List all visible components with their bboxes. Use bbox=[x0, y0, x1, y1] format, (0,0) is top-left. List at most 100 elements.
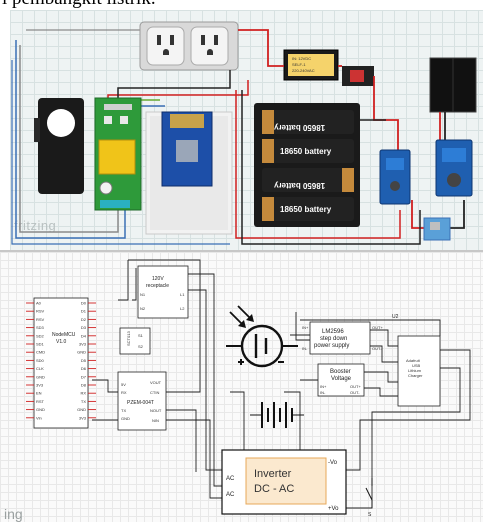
solar-panel bbox=[429, 57, 477, 113]
receptacle-pin-n2: N2 bbox=[140, 306, 146, 311]
breadboard-panel bbox=[10, 10, 483, 250]
nodemcu-left-pin-label: SD0 bbox=[36, 358, 45, 363]
nodemcu-left-pin-label: RST bbox=[36, 399, 45, 404]
breadboard bbox=[145, 111, 233, 235]
charger-block: Adafruit USB Lithium Charger U2 bbox=[392, 314, 441, 407]
receptacle-line-2: receptacle bbox=[146, 283, 169, 289]
pzem-pin-nin: NIN bbox=[152, 418, 159, 423]
nodemcu-left-pin-label: Vin bbox=[36, 415, 42, 420]
schematic-watermark: ing bbox=[4, 506, 23, 522]
nodemcu-left-pin-label: GND bbox=[36, 374, 45, 379]
nodemcu-left-pin-label: SD3 bbox=[36, 325, 45, 330]
pzem-block: PZEM-004T 5V RX TX GND VOUT CTIN NOUT NI… bbox=[117, 371, 167, 431]
nodemcu-right-pin-label: RX bbox=[80, 391, 86, 396]
pzem-pin-ctin: CTIN bbox=[150, 390, 159, 395]
nodemcu-left-pin-label: A0 bbox=[36, 301, 42, 306]
battery-3-label: 18650 battery bbox=[273, 181, 325, 190]
charger-line-4: Charger bbox=[408, 373, 423, 378]
pzem-pin-tx: TX bbox=[121, 408, 126, 413]
relay-box: IN: 12VDC SELF-1 220-240VAC bbox=[283, 49, 339, 81]
battery-cell-2: 18650 battery bbox=[262, 139, 354, 163]
receptacle-pin-l1: L1 bbox=[180, 292, 185, 297]
nodemcu-left-pin-label: CLK bbox=[36, 366, 44, 371]
relay-line-3: 220-240VAC bbox=[292, 68, 315, 73]
ct-sensor-label: SCT013 bbox=[126, 331, 131, 346]
toggle-switch bbox=[342, 66, 374, 86]
pzem-pin-vout: VOUT bbox=[150, 380, 162, 385]
ac-outlet bbox=[139, 21, 239, 71]
charger-ref: U2 bbox=[392, 314, 399, 320]
booster-module-bb bbox=[379, 149, 411, 205]
receptacle-pin-l2: L2 bbox=[180, 306, 185, 311]
nodemcu-right-pin-label: 3V3 bbox=[79, 342, 87, 347]
switch-symbol: S bbox=[365, 478, 373, 518]
nodemcu-left-pin-label: CMD bbox=[36, 350, 45, 355]
battery-holder: 18650 battery 18650 battery 18650 batter… bbox=[254, 103, 360, 227]
booster-block: Booster Voltage IN+ OUT+ IN- OUT- bbox=[317, 363, 365, 397]
nodemcu-left-pin-label: GND bbox=[36, 407, 45, 412]
inverter-vo-plus: +Vo bbox=[328, 506, 339, 512]
booster-pin-inplus: IN+ bbox=[320, 384, 327, 389]
inverter-line-1: Inverter bbox=[254, 468, 292, 480]
nodemcu-right-pin-label: D1 bbox=[81, 309, 87, 314]
relay-line-1: IN: 12VDC bbox=[292, 56, 311, 61]
booster-pin-outplus: OUT+ bbox=[350, 384, 361, 389]
nodemcu-left-pins: A0RSVRSVSD3SD2SD1CMDSD0CLKGND3V3ENRSTGND… bbox=[26, 301, 45, 420]
battery-symbol bbox=[250, 402, 304, 428]
caption-strip: i pembangkit listrik. bbox=[0, 0, 340, 12]
pzem-label: PZEM-004T bbox=[127, 400, 154, 406]
relay-line-2: SELF-1 bbox=[292, 62, 306, 67]
nodemcu-right-pin-label: D7 bbox=[81, 374, 87, 379]
nodemcu-subtitle: V1.0 bbox=[56, 339, 67, 345]
receptacle-block: 120V receptacle N1 N2 L1 L2 bbox=[137, 265, 189, 319]
switch-label: S bbox=[368, 512, 372, 518]
lm2596-line-2: step down bbox=[320, 336, 347, 342]
battery-cell-3: 18650 battery bbox=[262, 168, 354, 192]
nodemcu-left-pin-label: RSV bbox=[36, 309, 45, 314]
battery-4-label: 18650 battery bbox=[280, 205, 332, 214]
ct-clamp-sensor bbox=[34, 98, 84, 194]
pzem-pin-rx: RX bbox=[121, 390, 127, 395]
lm2596-line-3: power supply bbox=[314, 343, 349, 349]
nodemcu-right-pin-label: GND bbox=[77, 350, 86, 355]
pzem-pin-gnd: GND bbox=[121, 416, 130, 421]
nodemcu-left-pin-label: RSV bbox=[36, 317, 45, 322]
nodemcu-right-pin-label: D6 bbox=[81, 366, 87, 371]
caption-text: i pembangkit listrik. bbox=[2, 0, 156, 10]
ct-sensor-block: SCT013 S1 S2 bbox=[119, 327, 151, 355]
pzem-pin-5v: 5V bbox=[121, 382, 126, 387]
booster-line-1: Booster bbox=[330, 369, 351, 375]
panel-divider bbox=[0, 250, 483, 252]
booster-pin-outminus: OUT- bbox=[350, 390, 360, 395]
lm2596-line-1: LM2596 bbox=[322, 329, 344, 335]
nodemcu-title: NodeMCU bbox=[52, 332, 76, 338]
booster-line-2: Voltage bbox=[331, 376, 352, 382]
lm2596-pin-outminus: OUT- bbox=[372, 346, 382, 351]
receptacle-pin-n1: N1 bbox=[140, 292, 146, 297]
lm2596-pin-inplus: IN+ bbox=[302, 325, 309, 330]
nodemcu-right-pin-label: D3 bbox=[81, 325, 87, 330]
nodemcu-left-pin-label: SD2 bbox=[36, 333, 45, 338]
breadboard-watermark: fritzing bbox=[14, 218, 57, 233]
ct-pin-s1: S1 bbox=[138, 333, 144, 338]
nodemcu-left-pin-label: SD1 bbox=[36, 342, 45, 347]
charger-line-2: USB bbox=[412, 363, 421, 368]
inverter-ac-1: AC bbox=[226, 476, 235, 482]
battery-cell-4: 18650 battery bbox=[262, 197, 354, 221]
inverter-line-2: DC - AC bbox=[254, 483, 294, 495]
nodemcu-left-pin-label: 3V3 bbox=[36, 383, 44, 388]
nodemcu-right-pin-label: D2 bbox=[81, 317, 87, 322]
stepdown-module-bb bbox=[435, 139, 473, 197]
inverter-block: Inverter DC - AC AC AC -Vo +Vo bbox=[221, 449, 347, 515]
charger-module-bb bbox=[423, 217, 451, 241]
lm2596-pin-inminus: IN- bbox=[302, 346, 308, 351]
nodemcu-right-pin-label: GND bbox=[77, 407, 86, 412]
battery-cell-1: 18650 battery bbox=[262, 110, 354, 134]
receptacle-line-1: 120V bbox=[152, 276, 164, 282]
nodemcu-right-pin-label: D0 bbox=[81, 301, 87, 306]
ct-pin-s2: S2 bbox=[138, 344, 144, 349]
battery-1-label: 18650 battery bbox=[273, 123, 325, 132]
nodemcu-right-pin-label: TX bbox=[81, 399, 86, 404]
